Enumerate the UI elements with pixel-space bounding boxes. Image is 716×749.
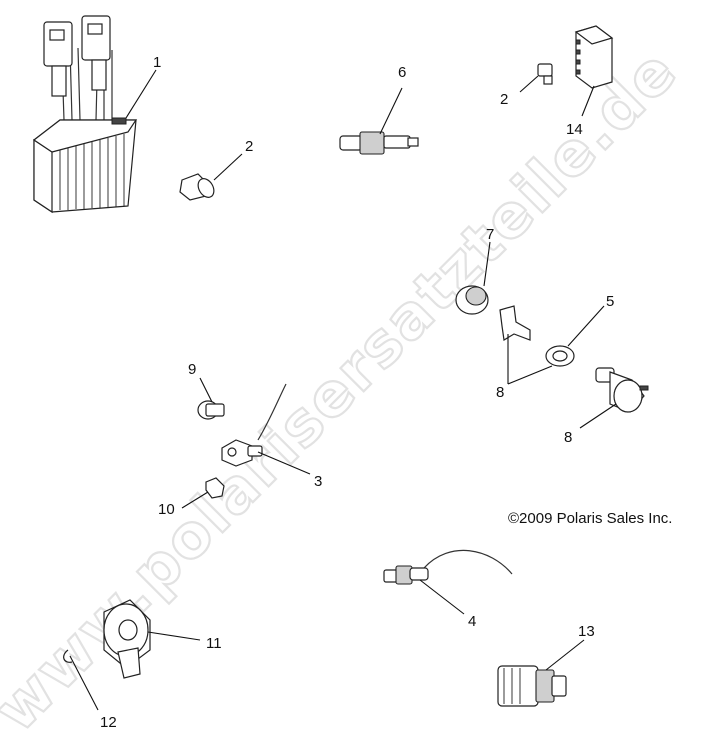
part-bolt-9 [197, 400, 225, 420]
part-cap [455, 285, 489, 315]
part-voltage-regulator [32, 15, 138, 214]
part-screw-right [537, 63, 553, 85]
callout-8-upper: 8 [496, 384, 504, 401]
callout-3: 3 [314, 473, 322, 490]
callout-10: 10 [158, 501, 175, 518]
callout-labels: 1 2 2 3 4 5 6 7 8 8 9 10 11 12 13 14 [100, 54, 614, 731]
callout-4: 4 [468, 613, 476, 630]
part-temp-sensor [383, 549, 513, 585]
part-clip [63, 649, 73, 663]
callout-2-right: 2 [500, 91, 508, 108]
part-switch [595, 367, 649, 413]
callout-9: 9 [188, 361, 196, 378]
callout-5: 5 [606, 293, 614, 310]
callout-14: 14 [566, 121, 583, 138]
part-connector-block [574, 25, 614, 89]
callout-2-left: 2 [245, 138, 253, 155]
copyright-notice: ©2009 Polaris Sales Inc. [508, 510, 672, 527]
callout-11: 11 [206, 635, 222, 652]
callout-8-lower: 8 [564, 429, 572, 446]
part-bracket [499, 305, 531, 341]
part-sensor-pin [339, 131, 419, 155]
leader-lines [69, 69, 617, 711]
part-screw-left [179, 173, 215, 201]
callout-1: 1 [153, 54, 161, 71]
part-nut-10 [205, 477, 225, 499]
callout-13: 13 [578, 623, 595, 640]
callout-6: 6 [398, 64, 406, 81]
part-knock-sensor [103, 599, 151, 679]
part-nut-5 [545, 345, 575, 367]
callout-12: 12 [100, 714, 117, 731]
part-pressure-switch [497, 665, 567, 707]
part-speed-sensor [221, 383, 287, 467]
callout-7: 7 [486, 226, 494, 243]
